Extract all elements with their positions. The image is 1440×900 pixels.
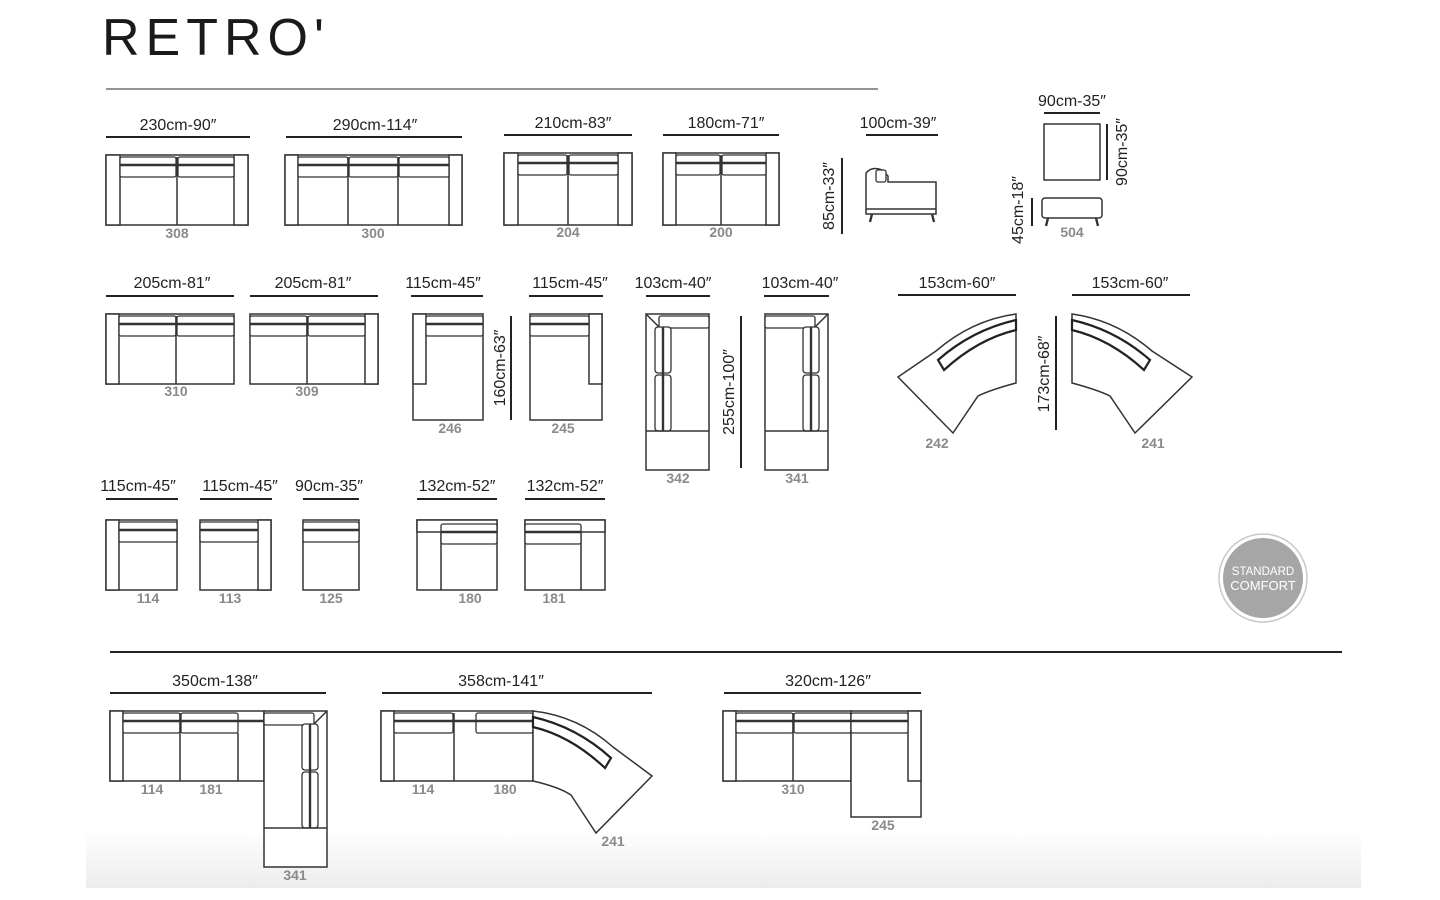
module-504-depth: 90cm-35″ [1114,118,1131,186]
module-200-code: 200 [709,224,733,240]
module-125-dimension: 90cm-35″ [295,478,363,495]
module-180: 132cm-52″ 180 [416,478,498,606]
module-504-height: 45cm-18″ [1010,176,1027,244]
composition-2-dimension: 358cm-141″ [458,673,544,690]
composition-2-code-1: 114 [412,781,435,797]
module-300-code: 300 [361,225,385,241]
module-245-dimension: 115cm-45″ [532,275,608,292]
badge-line-2: COMFORT [1230,578,1296,593]
module-310: 205cm-81″ 310 [105,275,235,399]
module-180-code: 180 [458,590,482,606]
composition-3: 320cm-126″ 310 245 [722,673,922,833]
module-342-code: 342 [666,470,690,486]
standard-comfort-badge: STANDARD COMFORT [1218,533,1308,623]
module-246-code: 246 [438,420,462,436]
module-241-depth: 173cm-68″ [1036,335,1053,412]
module-309: 205cm-81″ 309 [249,275,379,399]
module-114-code: 114 [137,590,160,606]
module-242: 153cm-60″ 242 [896,275,1018,451]
module-342: 103cm-40″ 255cm-100″ 342 [635,275,742,486]
module-504-code: 504 [1060,224,1084,240]
module-341: 103cm-40″ 341 [762,275,839,486]
module-308-dimension: 230cm-90″ [140,117,217,134]
module-181-code: 181 [542,590,566,606]
module-204: 210cm-83″ 204 [503,115,633,240]
module-504-width: 90cm-35″ [1038,93,1106,110]
module-125: 90cm-35″ 125 [295,478,363,606]
module-181-dimension: 132cm-52″ [527,478,604,495]
module-200-dimension: 180cm-71″ [688,115,765,132]
composition-1-dimension: 350cm-138″ [172,673,258,690]
side-view: 100cm-39″ 85cm-33″ [821,115,938,234]
page-title: RETRO' [102,9,330,67]
module-310-code: 310 [164,383,188,399]
module-341-dimension: 103cm-40″ [762,275,839,292]
module-200: 180cm-71″ 200 [662,115,780,240]
composition-1-code-1: 114 [141,781,164,797]
module-308-code: 308 [165,225,189,241]
composition-1-code-2: 181 [199,781,223,797]
module-242-code: 242 [925,435,949,451]
module-309-dimension: 205cm-81″ [275,275,352,292]
composition-3-code-2: 245 [871,817,895,833]
module-125-code: 125 [319,590,343,606]
module-241: 153cm-60″ 173cm-68″ 241 [1036,275,1194,451]
module-113-dimension: 115cm-45″ [202,478,278,495]
composition-1-code-3: 341 [283,867,307,883]
module-504: 90cm-35″ 90cm-35″ 45cm-18″ 504 [1010,93,1131,244]
module-310-dimension: 205cm-81″ [134,275,211,292]
module-308: 230cm-90″ 308 [105,117,250,241]
module-114-dimension: 115cm-45″ [100,478,176,495]
module-342-dimension: 103cm-40″ [635,275,712,292]
module-241-code: 241 [1141,435,1165,451]
module-245-code: 245 [551,420,575,436]
module-246: 115cm-45″ 160cm-63″ 246 [405,275,512,436]
badge-line-1: STANDARD [1232,566,1294,578]
module-180-dimension: 132cm-52″ [419,478,496,495]
composition-3-dimension: 320cm-126″ [785,673,871,690]
module-204-code: 204 [556,224,580,240]
side-view-height: 85cm-33″ [821,162,838,230]
composition-2-code-2: 180 [493,781,517,797]
module-341-code: 341 [785,470,809,486]
module-309-code: 309 [295,383,319,399]
module-113: 115cm-45″ 113 [199,478,278,606]
module-342-depth: 255cm-100″ [721,349,738,435]
module-245: 115cm-45″ 245 [529,275,608,436]
module-300: 290cm-114″ 300 [284,117,463,241]
module-246-depth: 160cm-63″ [492,329,509,406]
composition-2-code-3: 241 [601,833,625,849]
composition-3-code-1: 310 [781,781,805,797]
module-204-dimension: 210cm-83″ [535,115,612,132]
module-114: 115cm-45″ 114 [100,478,178,606]
composition-2: 358cm-141″ 114 180 241 [380,673,654,849]
module-113-code: 113 [219,590,242,606]
module-241-dimension: 153cm-60″ [1092,275,1169,292]
composition-1: 350cm-138″ 114 181 341 [109,673,328,883]
side-view-width: 100cm-39″ [860,115,937,132]
module-242-dimension: 153cm-60″ [919,275,996,292]
module-246-dimension: 115cm-45″ [405,275,481,292]
module-181: 132cm-52″ 181 [524,478,606,606]
module-300-dimension: 290cm-114″ [333,117,418,134]
